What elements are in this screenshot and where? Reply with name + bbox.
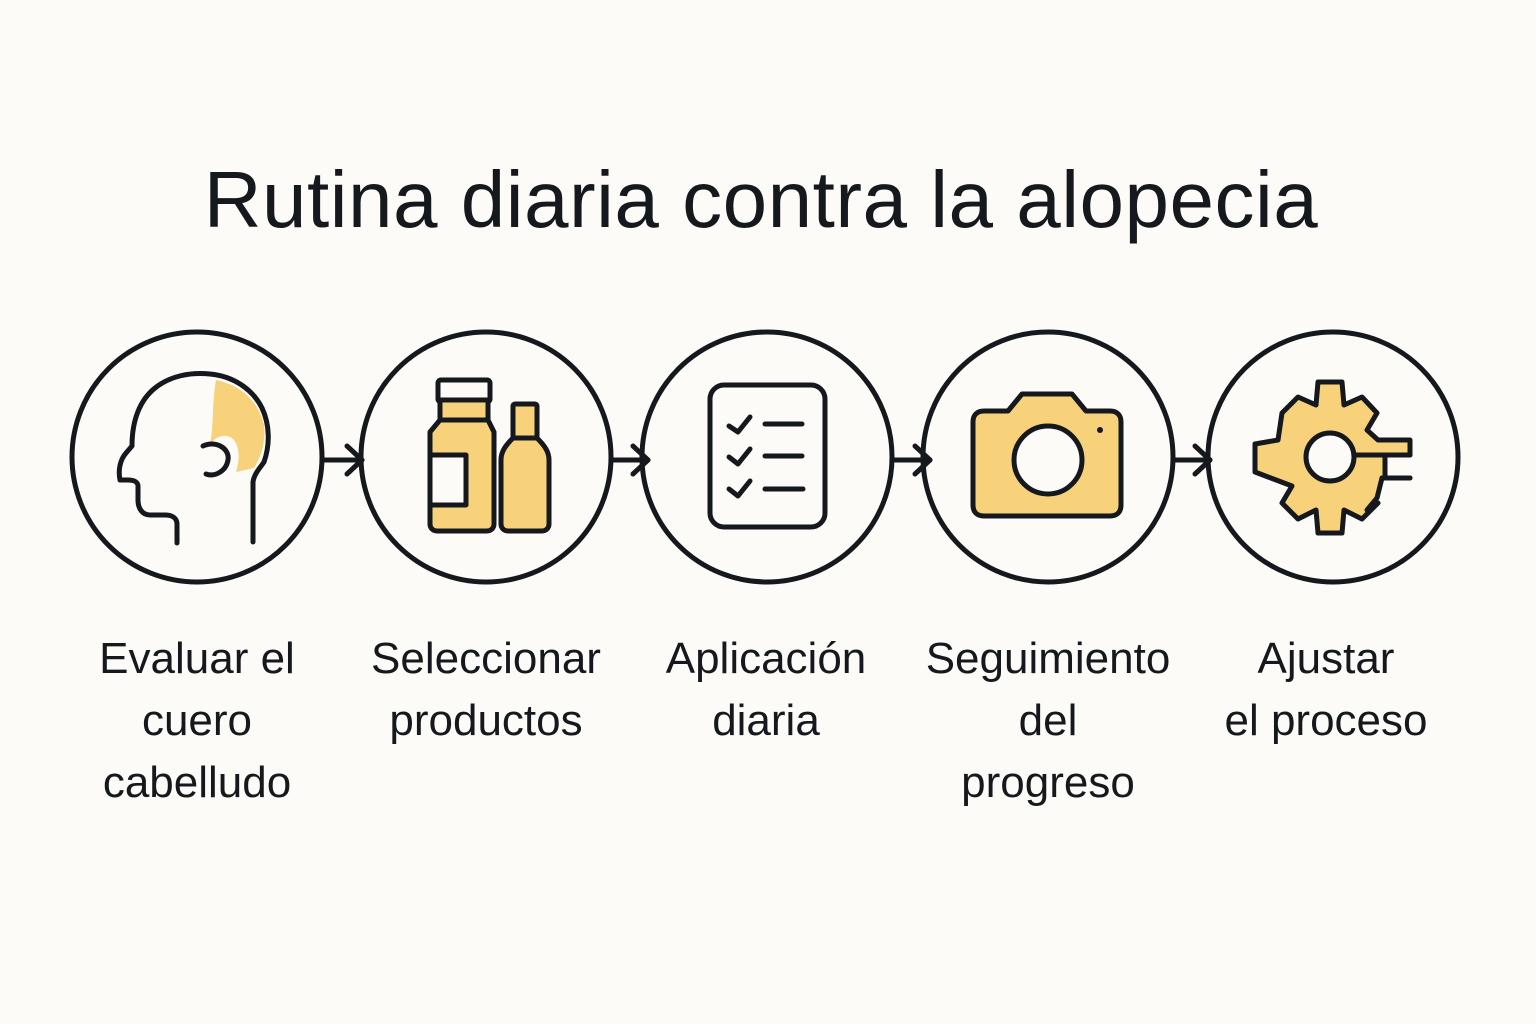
step-4-circle xyxy=(920,329,1176,585)
step-4-label-line-2: del xyxy=(1018,696,1078,745)
product-bottles-icon xyxy=(427,377,552,534)
step-3-label-line-2: diaria xyxy=(712,696,820,745)
step-4-label-line-1: Seguimiento xyxy=(925,634,1171,683)
checklist-icon xyxy=(707,382,828,530)
step-1-label-line-1: Evaluar el xyxy=(99,634,295,683)
camera-icon xyxy=(970,391,1124,519)
arrow-1-icon xyxy=(319,443,365,477)
step-4-label: Seguimiento del progreso xyxy=(898,628,1198,814)
gear-adjust-icon xyxy=(1252,379,1413,536)
step-4-label-line-3: progreso xyxy=(961,758,1135,807)
step-1-label: Evaluar el cuero cabelludo xyxy=(47,628,347,814)
step-2-label: Seleccionar productos xyxy=(336,628,636,752)
step-2-label-line-2: productos xyxy=(389,696,583,745)
step-5-label: Ajustar el proceso xyxy=(1176,628,1476,752)
arrow-4-icon xyxy=(1170,443,1213,477)
step-5-label-line-2: el proceso xyxy=(1224,696,1428,745)
step-1-label-line-2: cuero xyxy=(141,696,253,745)
step-1-circle xyxy=(69,329,325,585)
step-3-label: Aplicación diaria xyxy=(616,628,916,752)
page-title: Rutina diaria contra la alopecia xyxy=(203,154,1319,244)
step-1-label-line-3: cabelludo xyxy=(102,758,292,807)
step-3-label-line-1: Aplicación xyxy=(665,634,867,683)
step-5-label-line-1: Ajustar xyxy=(1257,634,1395,683)
step-2-label-line-1: Seleccionar xyxy=(371,634,601,683)
head-profile-icon xyxy=(116,371,271,546)
arrow-3-icon xyxy=(889,443,933,477)
arrow-2-icon xyxy=(608,443,651,477)
